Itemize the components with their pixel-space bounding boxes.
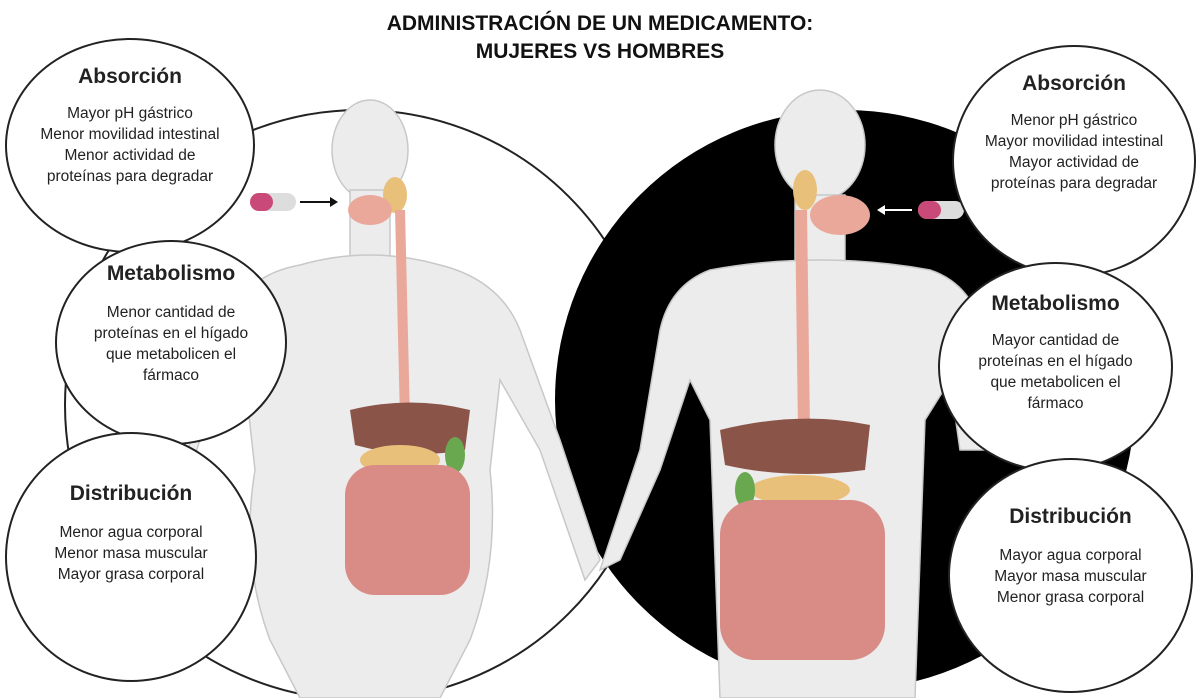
page-title: ADMINISTRACIÓN DE UN MEDICAMENTO: MUJERE… [300,10,900,66]
bubble-line: Menor actividad de [64,147,196,164]
bubble-line: Menor agua corporal [59,524,203,541]
woman-digestive-organs [345,177,470,595]
man-digestive-organs [720,170,885,660]
bubble-line: proteínas en el hígado [978,353,1133,370]
bubble-line: Mayor agua corporal [999,547,1142,564]
bubble-line: fármaco [1027,395,1084,412]
pill-icon-women [250,193,338,211]
women-metabolism-bubble: Metabolismo Menor cantidad de proteínas … [55,240,287,445]
men-metabolism-bubble: Metabolismo Mayor cantidad de proteínas … [938,262,1173,472]
bubble-line: Mayor movilidad intestinal [984,133,1164,150]
bubble-line: Mayor masa muscular [994,568,1147,585]
bubble-heading: Absorción [1022,72,1126,95]
bubble-line: Menor grasa corporal [996,589,1145,606]
bubble-line: proteínas en el hígado [93,325,249,342]
bubble-line: proteínas para degradar [46,168,214,185]
bubble-heading: Distribución [1009,505,1132,528]
bubble-line: Mayor cantidad de [991,332,1120,349]
bubble-line: que metabolicen el [990,374,1121,391]
bubble-heading: Distribución [69,482,193,505]
bubble-heading: Absorción [78,65,182,88]
men-absorption-bubble: Absorción Menor pH gástrico Mayor movili… [952,45,1196,277]
title-line-1: ADMINISTRACIÓN DE UN MEDICAMENTO: [386,12,814,35]
bubble-line: Mayor grasa corporal [57,566,205,583]
bubble-line: Mayor pH gástrico [67,105,193,122]
title-line-2: MUJERES VS HOMBRES [475,40,725,63]
bubble-heading: Metabolismo [106,262,236,285]
women-distribution-bubble: Distribución Menor agua corporal Menor m… [5,432,257,682]
bubble-line: proteínas para degradar [990,175,1158,192]
bubble-line: fármaco [143,367,199,384]
bubble-line: Menor pH gástrico [1010,112,1138,129]
pill-icon-men [877,201,964,219]
women-absorption-bubble: Absorción Mayor pH gástrico Menor movili… [5,38,255,253]
bubble-line: Menor masa muscular [54,545,208,562]
bubble-line: que metabolicen el [105,346,237,363]
bubble-line: Menor cantidad de [106,304,236,321]
bubble-line: Mayor actividad de [1008,154,1140,171]
bubble-heading: Metabolismo [991,292,1120,315]
bubble-line: Menor movilidad intestinal [40,126,220,143]
men-distribution-bubble: Distribución Mayor agua corporal Mayor m… [948,458,1193,693]
